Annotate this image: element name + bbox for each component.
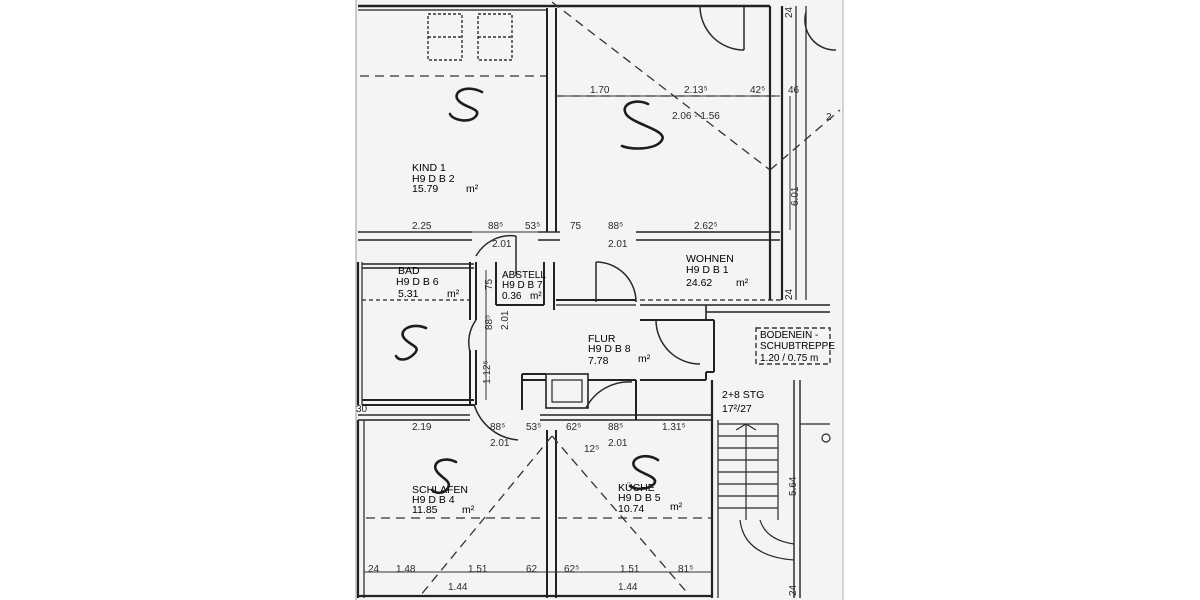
room-area: 10.74	[618, 503, 644, 515]
walls	[356, 4, 830, 598]
dim-text: 53⁵	[526, 422, 541, 433]
dim-text: 42⁵	[750, 85, 765, 96]
room-area: 24.62	[686, 277, 712, 289]
roof-windows	[427, 13, 513, 61]
room-code: H9 D B 2	[412, 173, 455, 185]
dim-text: 12⁵	[584, 444, 599, 455]
bodentreppe-line3: 1.20 / 0.75 m	[760, 353, 818, 364]
room-area: 0.36	[502, 291, 522, 302]
room-code: H9 D B 6	[396, 276, 439, 288]
handwritten-s-icon	[620, 100, 664, 150]
dim-text: 75	[570, 221, 582, 232]
dim-text: 6.01	[790, 186, 801, 206]
dim-text: 88⁵	[488, 221, 503, 232]
room-unit: m²	[462, 504, 475, 516]
dim-text: 46	[788, 85, 800, 96]
dim-text: 30	[356, 404, 368, 415]
dim-text: 88⁵	[608, 422, 623, 433]
stair-ratio: 17²/27	[722, 403, 752, 415]
room-schlafen: SCHLAFEN H9 D B 4 11.85 m²	[412, 484, 475, 516]
dim-text: 2.62⁵	[694, 221, 718, 232]
room-code: H9 D B 4	[412, 494, 455, 506]
dim-text: 1.70	[590, 85, 610, 96]
stair-label: 2+8 STG 17²/27	[722, 389, 764, 415]
dim-text: 24	[368, 564, 380, 575]
handwritten-s-icon	[394, 324, 428, 361]
handwritten-s-icon	[430, 458, 458, 495]
room-name: WOHNEN	[686, 253, 734, 265]
room-abstell: ABSTELL H9 D B 7 0.36 m²	[502, 270, 546, 302]
room-unit: m²	[530, 291, 542, 302]
dim-text: 88⁵	[490, 422, 505, 433]
bodentreppe-line1: BODENEIN -	[760, 330, 818, 341]
room-name: FLUR	[588, 333, 616, 345]
dim-text: 2.13⁵	[684, 85, 708, 96]
room-kind: KIND 1 H9 D B 2 15.79 m²	[412, 162, 479, 195]
room-name: KIND 1	[412, 162, 446, 174]
bodentreppe-line2: SCHUBTREPPE	[760, 341, 835, 352]
bodentreppe-label: BODENEIN - SCHUBTREPPE 1.20 / 0.75 m	[760, 330, 835, 364]
room-bad: BAD H9 D B 6 5.31 m²	[396, 265, 460, 300]
dim-text: 2.19	[412, 422, 432, 433]
room-code: H9 D B 8	[588, 343, 631, 355]
room-flur: FLUR H9 D B 8 7.78 m²	[588, 333, 651, 367]
room-code: H9 D B 1	[686, 264, 729, 276]
handwritten-s-icon	[448, 87, 484, 122]
dim-text: 2.01	[608, 438, 628, 449]
dim-text: 2.06 - 1.56	[672, 111, 720, 122]
dim-text: 2.25	[412, 221, 432, 232]
handwritten-s-icon	[628, 454, 660, 491]
handwritten-marks	[394, 87, 664, 495]
dimensions: 1.70 2.13⁵ 42⁵ 46 2.06 - 1.56 2 2.25 88⁵…	[356, 6, 832, 596]
doors	[468, 5, 837, 441]
room-area: 15.79	[412, 183, 438, 195]
staircase	[718, 423, 831, 561]
room-unit: m²	[638, 353, 651, 365]
dim-text: 24	[788, 584, 799, 596]
dim-text: 2.01	[500, 310, 511, 330]
room-code: H9 D B 5	[618, 492, 661, 504]
dimension-lines	[362, 95, 791, 573]
dim-text: 1.44	[448, 582, 468, 593]
dim-text: 88⁵	[484, 315, 495, 330]
dim-text: 62⁵	[564, 564, 579, 575]
stair-count: 2+8 STG	[722, 389, 764, 401]
room-code: H9 D B 7	[502, 280, 543, 291]
dim-text: 53⁵	[525, 221, 540, 232]
dim-text: 2.01	[608, 239, 628, 250]
dim-text: 2.01	[492, 239, 512, 250]
dim-text: 1.12⁵	[482, 360, 493, 384]
room-unit: m²	[466, 183, 479, 195]
room-unit: m²	[670, 501, 683, 513]
dim-text: 1.44	[618, 582, 638, 593]
room-unit: m²	[447, 288, 460, 300]
room-name: SCHLAFEN	[412, 484, 468, 496]
dim-text: 24	[784, 288, 795, 300]
dim-text: 62⁵	[566, 422, 581, 433]
room-wohnen: WOHNEN H9 D B 1 24.62 m²	[686, 253, 749, 289]
room-kueche: KÜCHE H9 D B 5 10.74 m²	[618, 482, 683, 515]
dim-text: 88⁵	[608, 221, 623, 232]
dim-text: 1.48	[396, 564, 416, 575]
dim-text: 2	[826, 112, 832, 123]
dim-text: 62	[526, 564, 538, 575]
dim-text: 2.01	[490, 438, 510, 449]
room-name: BAD	[398, 265, 420, 277]
room-area: 7.78	[588, 355, 609, 367]
dim-text: 1.31⁵	[662, 422, 686, 433]
bodentreppe-box	[755, 327, 831, 365]
room-area: 11.85	[412, 504, 438, 516]
dim-text: 5.64	[788, 476, 799, 496]
dim-text: 75	[484, 278, 495, 290]
dim-text: 1.51	[468, 564, 488, 575]
room-unit: m²	[736, 277, 749, 289]
dim-text: 81⁵	[678, 564, 693, 575]
dim-text: 24	[784, 6, 795, 18]
room-name: ABSTELL	[502, 270, 546, 281]
room-area: 5.31	[398, 288, 419, 300]
dim-text: 1.51	[620, 564, 640, 575]
